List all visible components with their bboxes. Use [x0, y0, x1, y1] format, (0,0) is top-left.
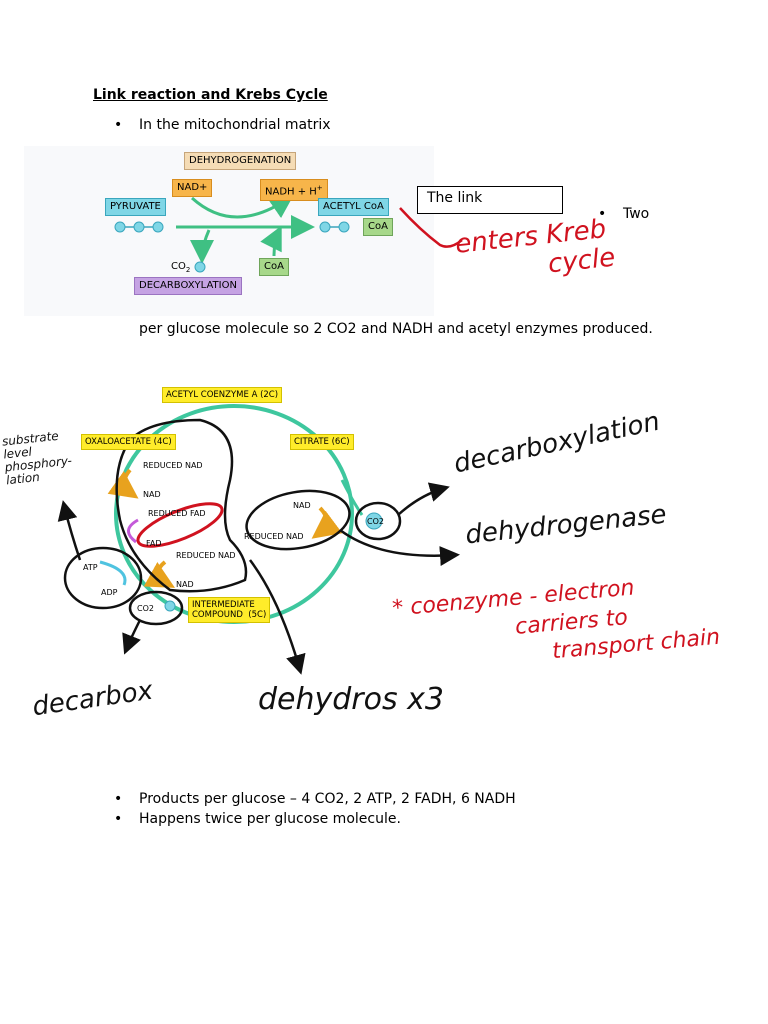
list-item-text: Happens twice per glucose molecule. [139, 811, 401, 827]
bullet-dot: • [114, 117, 123, 133]
list-item-text: Products per glucose – 4 CO2, 2 ATP, 2 F… [139, 791, 516, 807]
bullet-dot: • [114, 811, 123, 827]
co2-subscript: 2 [185, 266, 191, 274]
link-reaction-arrows [114, 194, 350, 273]
fad-label: FAD [146, 539, 162, 548]
reduced-fad-label: REDUCED FAD [148, 509, 206, 518]
page-title: Link reaction and Krebs Cycle [93, 87, 328, 103]
body-paragraph: per glucose molecule so 2 CO2 and NADH a… [139, 321, 653, 337]
reduced-nad-label: REDUCED NAD [143, 461, 203, 470]
oxaloacetate-label: OXALOACETATE (4C) [81, 434, 176, 450]
nad-plus-label: NAD+ [172, 179, 213, 197]
nadh-text: NADH + H [265, 186, 317, 198]
nad-label: NAD [143, 490, 161, 499]
handwritten-substrate-level: substrate level phosphory- lation [1, 429, 73, 488]
link-reaction-figure: DEHYDROGENATION NAD+ NADH + H+ PYRUVATE … [24, 146, 434, 316]
co2-label: CO2 [367, 517, 384, 526]
atp-label: ATP [83, 563, 98, 572]
nad-label: NAD [176, 580, 194, 589]
acetyl-coa-label: ACETYL CoA [318, 198, 389, 216]
nadh-label: NADH + H+ [260, 179, 328, 202]
reduced-nad-label: REDUCED NAD [176, 551, 236, 560]
list-item-text: In the mitochondrial matrix [139, 117, 331, 133]
co2-label: CO2 [137, 604, 154, 613]
list-item-text: Two [623, 206, 650, 222]
decarboxylation-label: DECARBOXYLATION [134, 277, 242, 295]
intermediate-compound-label: INTERMEDIATE COMPOUND (5C) [188, 597, 271, 623]
co2-label: CO2 [171, 261, 190, 274]
citrate-label: CITRATE (6C) [290, 434, 354, 450]
coa-right-label: CoA [363, 218, 393, 236]
bullet-dot: • [114, 791, 123, 807]
adp-label: ADP [101, 588, 118, 597]
nad-label: NAD [293, 501, 311, 510]
acetyl-coenzyme-label: ACETYL COENZYME A (2C) [162, 387, 283, 403]
bullet-dot: • [598, 206, 607, 222]
pyruvate-label: PYRUVATE [105, 198, 166, 216]
handwritten-dehydros: dehydros x3 [258, 682, 445, 717]
nadh-superscript: + [316, 184, 323, 192]
coa-bottom-label: CoA [259, 258, 289, 276]
co2-text: CO [171, 261, 186, 272]
dehydrogenation-label: DEHYDROGENATION [184, 152, 297, 170]
reduced-nad-label: REDUCED NAD [244, 532, 304, 541]
